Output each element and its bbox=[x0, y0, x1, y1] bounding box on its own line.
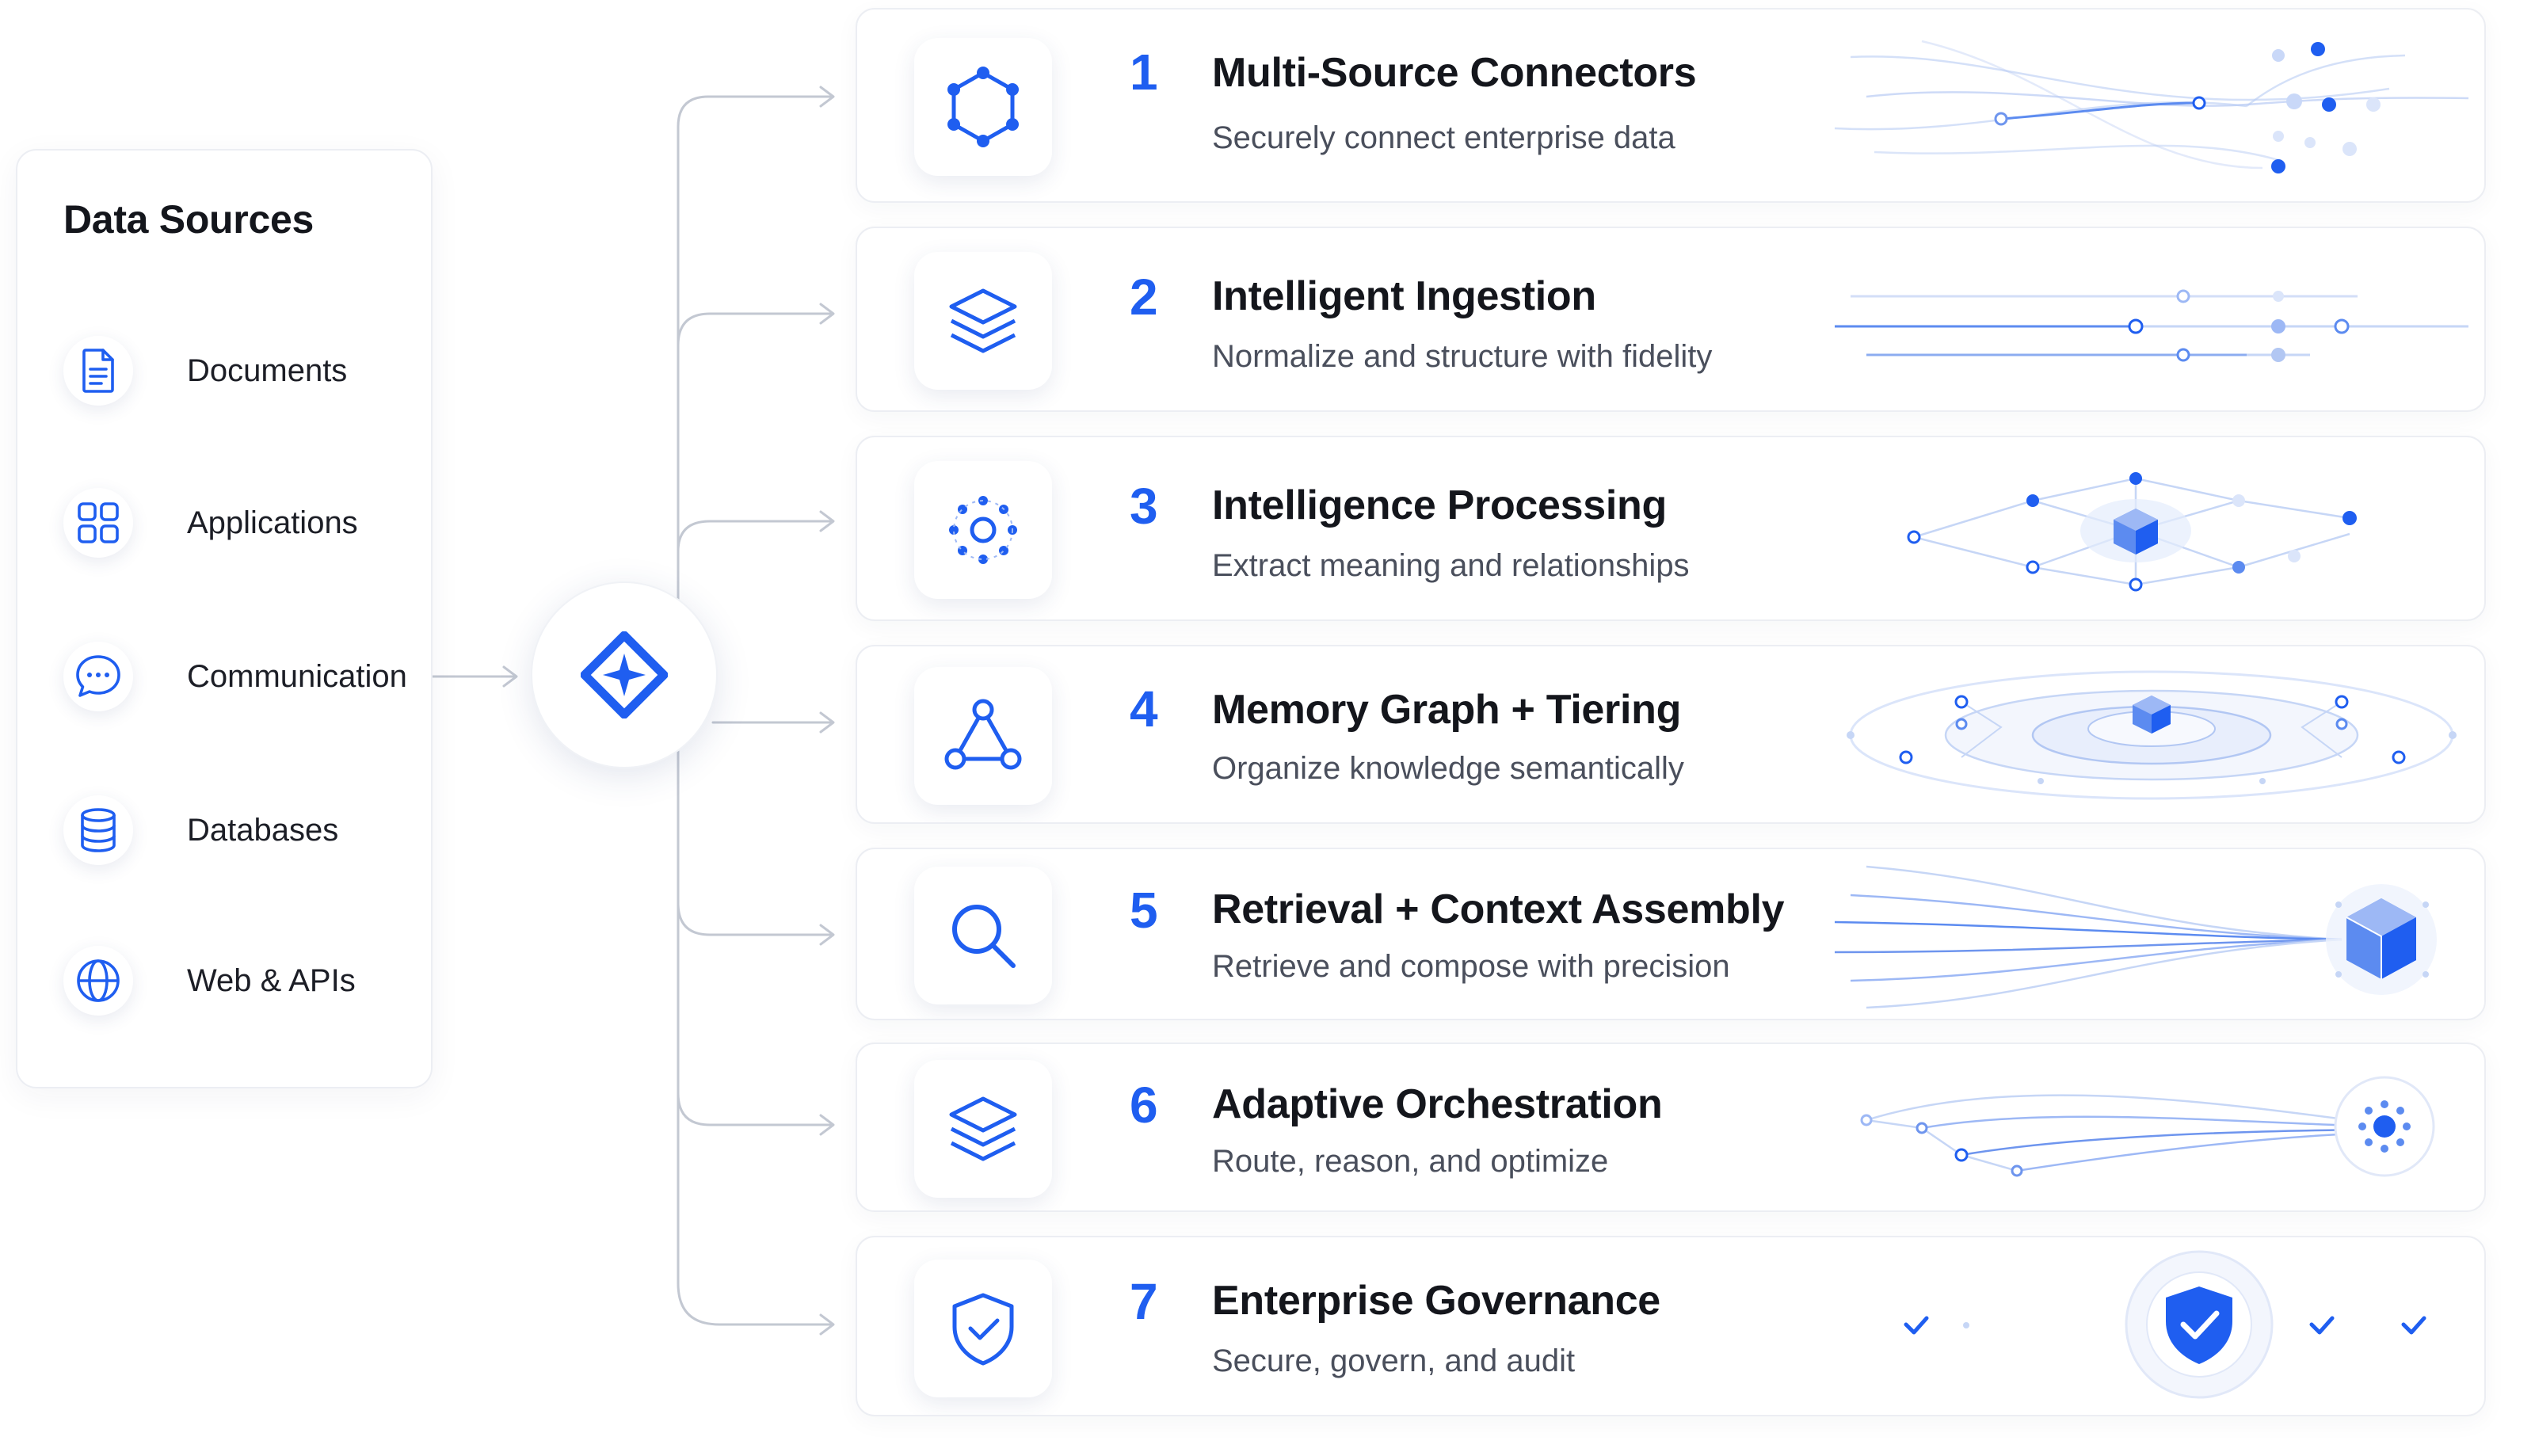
connector-streams-graphic bbox=[1834, 40, 2469, 173]
orchestration-hub-graphic bbox=[1860, 1076, 2435, 1177]
stage-number: 5 bbox=[1130, 882, 1158, 939]
source-label: Communication bbox=[187, 659, 407, 694]
stage-number: 7 bbox=[1130, 1273, 1158, 1330]
stage-number: 4 bbox=[1130, 680, 1158, 738]
stage-title: Enterprise Governance bbox=[1212, 1278, 1660, 1324]
stage-description: Extract meaning and relationships bbox=[1212, 548, 1690, 583]
stage-title: Retrieval + Context Assembly bbox=[1212, 886, 1785, 932]
processing-network-graphic bbox=[1907, 472, 2357, 592]
memory-tiers-graphic bbox=[1847, 670, 2457, 800]
grid-icon bbox=[63, 488, 133, 558]
source-item-applications[interactable]: Applications bbox=[63, 488, 428, 567]
data-sources-panel: Data Sources Documents Applica bbox=[16, 149, 433, 1088]
stage-card-enterprise-governance[interactable]: 7 Enterprise Governance Secure, govern, … bbox=[856, 1236, 2486, 1416]
layers-icon bbox=[914, 252, 1052, 390]
stage-description: Route, reason, and optimize bbox=[1212, 1144, 1609, 1179]
stage-title: Multi-Source Connectors bbox=[1212, 50, 1697, 96]
shield-check-icon bbox=[914, 1260, 1052, 1397]
database-icon bbox=[63, 795, 133, 865]
globe-icon bbox=[63, 946, 133, 1016]
source-item-documents[interactable]: Documents bbox=[63, 336, 428, 415]
source-label: Applications bbox=[187, 505, 358, 540]
ingestion-streams-graphic bbox=[1835, 289, 2468, 362]
source-item-web-apis[interactable]: Web & APIs bbox=[63, 946, 428, 1025]
stage-title: Memory Graph + Tiering bbox=[1212, 687, 1682, 733]
stage-number: 2 bbox=[1130, 269, 1158, 326]
governance-shield-graphic bbox=[1904, 1250, 2426, 1399]
source-label: Web & APIs bbox=[187, 963, 356, 998]
stage-description: Normalize and structure with fidelity bbox=[1212, 339, 1713, 374]
diamond-compass-icon bbox=[581, 631, 668, 718]
stage-description: Securely connect enterprise data bbox=[1212, 120, 1675, 155]
document-icon bbox=[63, 336, 133, 406]
stage-card-multi-source-connectors[interactable]: 1 Multi-Source Connectors Securely conne… bbox=[856, 8, 2486, 203]
source-item-databases[interactable]: Databases bbox=[63, 795, 428, 875]
stage-card-adaptive-orchestration[interactable]: 6 Adaptive Orchestration Route, reason, … bbox=[856, 1042, 2486, 1212]
stage-card-retrieval-context-assembly[interactable]: 5 Retrieval + Context Assembly Retrieve … bbox=[856, 848, 2486, 1020]
central-hub[interactable] bbox=[531, 581, 718, 768]
stage-description: Secure, govern, and audit bbox=[1212, 1344, 1576, 1378]
node-ring-icon bbox=[914, 461, 1052, 599]
source-item-communication[interactable]: Communication bbox=[63, 642, 428, 721]
stage-title: Adaptive Orchestration bbox=[1212, 1081, 1663, 1127]
stage-title: Intelligence Processing bbox=[1212, 482, 1667, 528]
data-sources-title: Data Sources bbox=[63, 197, 314, 242]
hexagon-nodes-icon bbox=[914, 38, 1052, 176]
stage-description: Organize knowledge semantically bbox=[1212, 751, 1684, 786]
stage-number: 3 bbox=[1130, 478, 1158, 535]
layers-icon bbox=[914, 1060, 1052, 1198]
stage-title: Intelligent Ingestion bbox=[1212, 273, 1596, 319]
source-label: Documents bbox=[187, 353, 348, 388]
stage-number: 6 bbox=[1130, 1077, 1158, 1134]
triangle-graph-icon bbox=[914, 667, 1052, 805]
source-label: Databases bbox=[187, 813, 339, 848]
stage-card-memory-graph-tiering[interactable]: 4 Memory Graph + Tiering Organize knowle… bbox=[856, 645, 2486, 824]
chat-bubble-icon bbox=[63, 642, 133, 711]
stage-card-intelligence-processing[interactable]: 3 Intelligence Processing Extract meanin… bbox=[856, 436, 2486, 621]
retrieval-funnel-graphic bbox=[1834, 865, 2437, 1009]
stage-description: Retrieve and compose with precision bbox=[1212, 949, 1730, 984]
search-icon bbox=[914, 867, 1052, 1004]
stage-card-intelligent-ingestion[interactable]: 2 Intelligent Ingestion Normalize and st… bbox=[856, 227, 2486, 412]
stage-number: 1 bbox=[1130, 44, 1158, 101]
